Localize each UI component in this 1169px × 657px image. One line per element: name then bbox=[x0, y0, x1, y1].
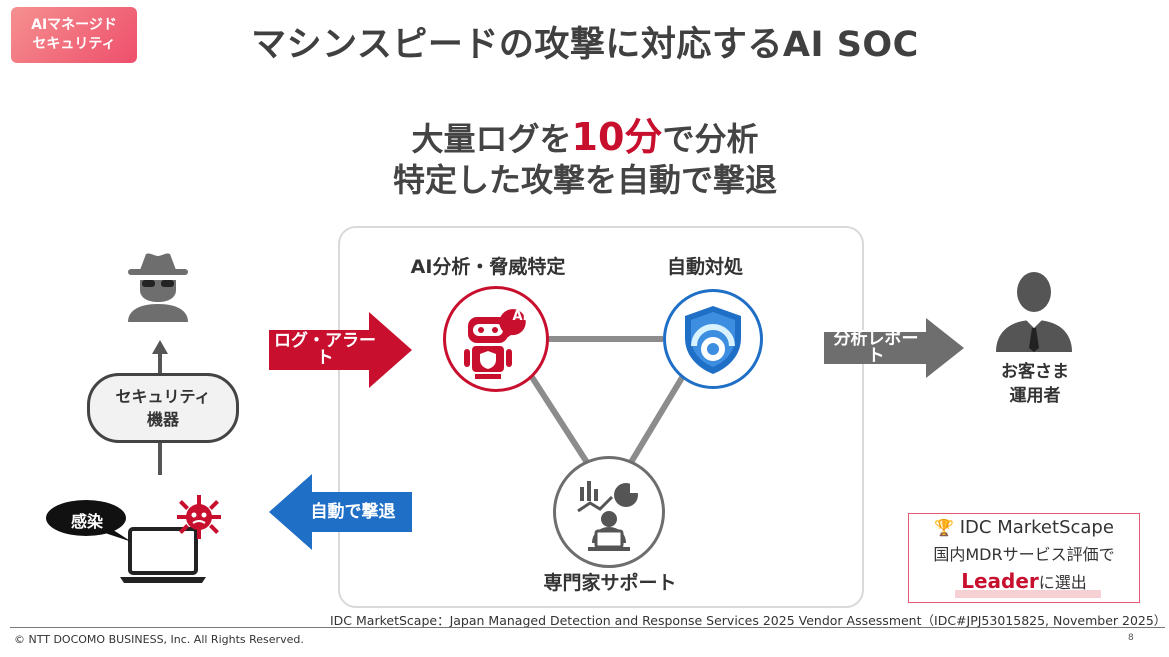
auto-response-node bbox=[663, 289, 763, 389]
customer-operator-icon bbox=[996, 272, 1072, 352]
badge-line2: セキュリティ bbox=[32, 36, 116, 52]
headline-line1: 大量ログを10分で分析 bbox=[300, 106, 870, 161]
upward-arrow bbox=[152, 340, 168, 475]
award-line3: Leaderに選出 bbox=[909, 568, 1139, 596]
customer-label: お客さま 運用者 bbox=[980, 360, 1090, 408]
security-device-pill: セキュリティ 機器 bbox=[87, 373, 239, 443]
award-leader-suffix: に選出 bbox=[1038, 573, 1087, 592]
triangle-connectors bbox=[525, 336, 686, 466]
device-line2: 機器 bbox=[146, 410, 179, 429]
trophy-icon: 🏆 bbox=[934, 518, 954, 537]
copyright: © NTT DOCOMO BUSINESS, Inc. All Rights R… bbox=[14, 633, 304, 646]
node-auto-label: 自動対処 bbox=[666, 256, 743, 278]
infection-label: 感染 bbox=[70, 512, 103, 531]
laptop-icon bbox=[120, 527, 206, 583]
footer-divider bbox=[10, 627, 1165, 628]
award-box: 🏆 IDC MarketScape 国内MDRサービス評価で Leaderに選出 bbox=[908, 513, 1140, 603]
headline-highlight: 10分 bbox=[571, 115, 663, 159]
award-leader: Leader bbox=[961, 569, 1039, 593]
connector-auto-expert bbox=[627, 374, 686, 466]
analysis-report-label: 分析レポート bbox=[833, 329, 919, 366]
auto-repel-arrow bbox=[269, 474, 412, 550]
page-number: 8 bbox=[1128, 633, 1134, 643]
log-alert-arrow bbox=[269, 312, 412, 388]
headline-post: で分析 bbox=[662, 120, 759, 158]
attacker-icon bbox=[128, 253, 188, 322]
shield-icon bbox=[685, 306, 741, 374]
connector-ai-expert bbox=[525, 369, 591, 466]
headline-pre: 大量ログを bbox=[411, 120, 572, 158]
page-title: マシンスピードの攻撃に対応するAI SOC bbox=[251, 25, 919, 65]
node-ai-label: AI分析・脅威特定 bbox=[410, 256, 566, 278]
auto-repel-label: 自動で撃退 bbox=[310, 501, 396, 522]
customer-line1: お客さま bbox=[1001, 362, 1069, 382]
category-badge: AIマネージド セキュリティ bbox=[11, 7, 137, 63]
customer-line2: 運用者 bbox=[1009, 386, 1061, 406]
award-line1-row: 🏆 IDC MarketScape bbox=[909, 514, 1139, 541]
device-line1: セキュリティ bbox=[115, 387, 211, 406]
analysis-report-arrow bbox=[824, 318, 964, 378]
headline-line2: 特定した攻撃を自動で撃退 bbox=[392, 161, 777, 199]
log-alert-label: ログ・アラート bbox=[274, 331, 376, 368]
expert-analyst-icon bbox=[577, 481, 638, 551]
expert-support-node bbox=[553, 456, 665, 568]
source-citation: IDC MarketScape：Japan Managed Detection … bbox=[330, 613, 1167, 628]
ai-badge: AI bbox=[512, 309, 528, 324]
leader-underline bbox=[955, 590, 1101, 598]
virus-icon bbox=[177, 495, 221, 539]
badge-line1: AIマネージド bbox=[31, 17, 117, 33]
award-line1: IDC MarketScape bbox=[959, 517, 1114, 538]
node-expert-label: 専門家サポート bbox=[543, 572, 677, 594]
award-line2: 国内MDRサービス評価で bbox=[933, 545, 1115, 564]
speech-bubble-icon bbox=[46, 500, 132, 542]
ai-analysis-node: AI bbox=[443, 286, 549, 392]
robot-icon bbox=[464, 309, 526, 379]
